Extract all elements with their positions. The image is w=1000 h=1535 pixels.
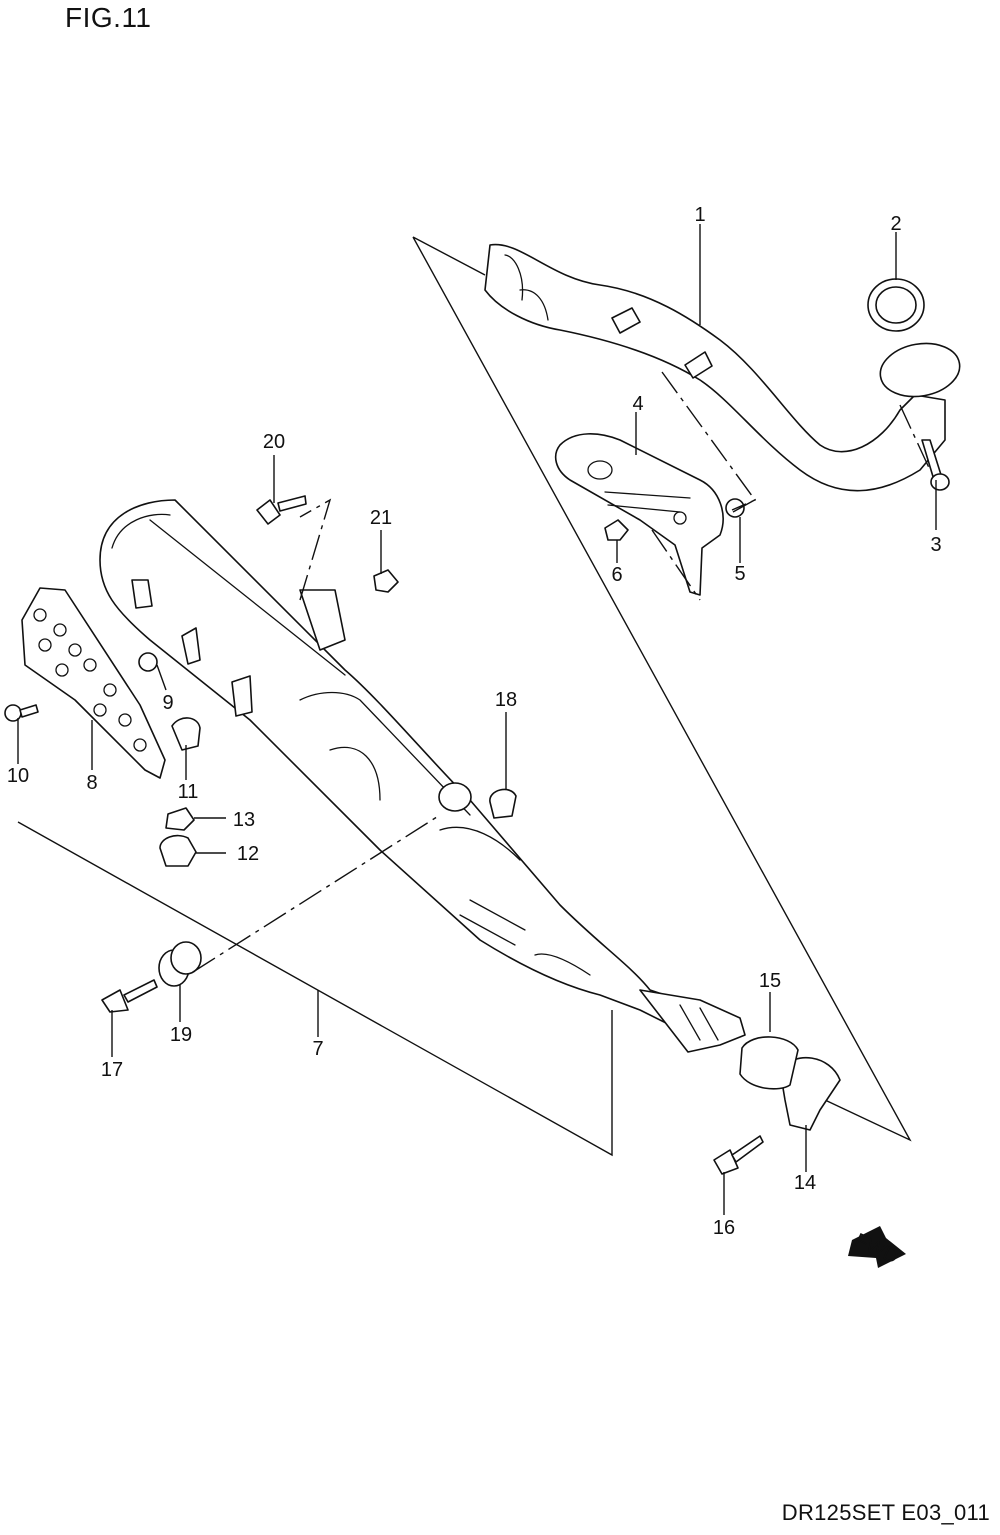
pipe-group-outline	[412, 236, 912, 1142]
collar-12	[159, 834, 197, 867]
assembly-line-shield-lower	[651, 529, 701, 601]
callout-6: 6	[611, 564, 622, 586]
callout-11: 11	[178, 781, 199, 803]
joint-tube	[739, 1036, 799, 1090]
heat-shield	[554, 433, 724, 596]
nut-21	[373, 569, 399, 593]
callout-12: 12	[237, 843, 259, 865]
callout-4: 4	[632, 393, 643, 415]
gasket-ring	[867, 278, 925, 332]
drawing-code: DR125SET E03_011	[781, 1500, 990, 1525]
assembly-line-muffler	[192, 814, 441, 973]
nut	[604, 519, 629, 541]
muffler-guard	[21, 587, 166, 779]
callout-13: 13	[233, 809, 255, 831]
assembly-line-stud	[899, 404, 931, 471]
callout-18: 18	[495, 689, 517, 711]
callout-2: 2	[890, 213, 901, 235]
muffler-group-outline	[17, 821, 613, 1157]
callout-17: 17	[101, 1059, 123, 1081]
callout-14: 14	[794, 1172, 816, 1194]
callout-10: 10	[7, 765, 29, 787]
cushion-18	[489, 788, 517, 819]
callout-20: 20	[263, 431, 285, 453]
leader-lines	[17, 224, 937, 1215]
callout-7: 7	[312, 1038, 323, 1060]
callout-16: 16	[713, 1217, 735, 1239]
bolt-10	[4, 704, 39, 722]
cushion-13	[165, 807, 195, 831]
assembly-line-bracket	[299, 498, 332, 601]
bolt-16	[713, 1135, 764, 1175]
bolt-17	[101, 979, 158, 1013]
callout-19: 19	[170, 1024, 192, 1046]
muffler	[99, 499, 746, 1053]
callout-1: 1	[694, 204, 705, 226]
callout-9: 9	[162, 692, 173, 714]
bolt-20	[256, 495, 307, 525]
cushion-19	[158, 941, 202, 987]
assembly-line-shield	[661, 371, 761, 513]
callout-8: 8	[86, 772, 97, 794]
cushion-11	[171, 717, 201, 751]
callout-21: 21	[370, 507, 392, 529]
callout-15: 15	[759, 970, 781, 992]
figure-title: FIG.11	[65, 2, 152, 33]
callout-3: 3	[930, 534, 941, 556]
washer-9	[138, 652, 158, 672]
exhaust-pipe	[484, 243, 961, 492]
forward-arrow-icon: FWD	[848, 1226, 906, 1269]
callout-5: 5	[734, 563, 745, 585]
